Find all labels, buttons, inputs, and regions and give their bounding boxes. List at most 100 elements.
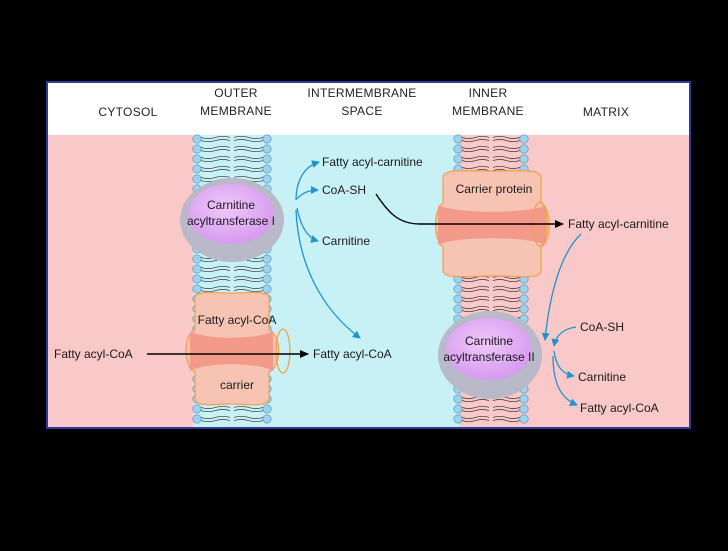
enzyme-i-label-line-1: Carnitine (207, 198, 255, 212)
lipid-head (262, 404, 272, 414)
lipid-tail (461, 289, 490, 293)
arrow-to-matrix-coa-sh (551, 326, 577, 347)
outer-carrier-bottom-label: carrier (220, 378, 254, 392)
lipid-head (453, 134, 463, 144)
lipid-head (519, 414, 529, 424)
lipid-tail (492, 139, 521, 143)
lipid-tail (492, 299, 521, 303)
lipid-tail (200, 279, 231, 283)
lipid-tail (492, 305, 521, 309)
lipid-head (262, 174, 272, 184)
lipid-tail (233, 275, 264, 279)
enzyme-ii-label-line-1: Carnitine (465, 334, 513, 348)
enzyme-i-label-line-2: acyltransferase I (187, 214, 275, 228)
lipid-tail (200, 149, 231, 153)
lipid-tail (200, 175, 231, 179)
ims-carnitine-label: Carnitine (322, 234, 370, 248)
header-inner-membrane: INNER MEMBRANE (438, 86, 538, 119)
lipid-head (519, 144, 529, 154)
lipid-tail (233, 139, 264, 143)
carnitine-acyltransferase-ii (438, 311, 542, 399)
lipid-tail (200, 165, 231, 169)
lipid-tail (233, 145, 264, 149)
lipid-tail (492, 135, 521, 139)
lipid-head (519, 404, 529, 414)
lipid-tail (233, 155, 264, 159)
lipid-tail (233, 165, 264, 169)
lipid-tail (492, 415, 521, 419)
lipid-head (453, 294, 463, 304)
lipid-head (192, 254, 202, 264)
lipid-tail (492, 419, 521, 423)
header-cytosol-text: CYTOSOL (98, 105, 158, 119)
ims-fatty-acyl-coa-label: Fatty acyl-CoA (313, 347, 392, 361)
lipid-tail (492, 295, 521, 299)
lipid-tail (492, 279, 521, 283)
lipid-head (262, 264, 272, 274)
lipid-head (519, 394, 529, 404)
inner-carrier-protein-label: Carrier protein (456, 182, 533, 196)
lipid-tail (461, 135, 490, 139)
header-inner-membrane-line-2: MEMBRANE (452, 104, 524, 118)
arrow-from-matrix-fatty-acyl-carnitine (541, 233, 582, 341)
lipid-tail (233, 135, 264, 139)
lipid-head (192, 414, 202, 424)
lipid-tail (461, 159, 490, 163)
lipid-tail (200, 289, 231, 293)
lipid-tail (233, 265, 264, 269)
lipid-head (262, 144, 272, 154)
lipid-head (453, 394, 463, 404)
arrow-to-matrix-carnitine (553, 350, 575, 379)
lipid-tail (233, 149, 264, 153)
lipid-tail (461, 309, 490, 313)
lipid-tail (492, 409, 521, 413)
lipid-tail (461, 419, 490, 423)
lipid-head (453, 304, 463, 314)
lipid-head (262, 414, 272, 424)
arrow-to-ims-fatty-acyl-coa (295, 209, 361, 339)
header-band (47, 82, 690, 135)
enzyme-i-label: Carnitine acyltransferase I (187, 198, 275, 228)
lipid-head (262, 274, 272, 284)
arrow-to-ims-carnitine (296, 207, 319, 243)
lipid-tail (233, 159, 264, 163)
lipid-tail (233, 279, 264, 283)
lipid-head (519, 284, 529, 294)
header-outer-membrane-line-1: OUTER (214, 86, 258, 100)
lipid-tail (461, 155, 490, 159)
lipid-tail (492, 165, 521, 169)
lipid-tail (233, 175, 264, 179)
lipid-tail (233, 269, 264, 273)
ims-coa-sh-label: CoA-SH (322, 183, 366, 197)
cytosol-fatty-acyl-coa-label: Fatty acyl-CoA (54, 347, 133, 361)
lipid-tail (492, 149, 521, 153)
header-intermembrane-space: INTERMEMBRANE SPACE (296, 86, 428, 119)
lipid-head (192, 174, 202, 184)
lipid-head (453, 144, 463, 154)
lipid-head (519, 154, 529, 164)
ims-fatty-acyl-carnitine-label: Fatty acyl-carnitine (322, 155, 423, 169)
lipid-tail (200, 155, 231, 159)
lipid-tail (492, 399, 521, 403)
arrow-to-ims-coa-sh (296, 186, 319, 200)
header-outer-membrane: OUTER MEMBRANE (186, 86, 286, 119)
lipid-tail (492, 289, 521, 293)
lipid-tail (233, 405, 264, 409)
lipid-head (192, 154, 202, 164)
lipid-head (192, 134, 202, 144)
lipid-head (453, 404, 463, 414)
lipid-head (192, 164, 202, 174)
lipid-head (262, 154, 272, 164)
lipid-head (453, 154, 463, 164)
lipid-tail (200, 419, 231, 423)
lipid-tail (200, 159, 231, 163)
matrix-carnitine-label: Carnitine (578, 370, 626, 384)
lipid-tail (461, 285, 490, 289)
lipid-head (262, 254, 272, 264)
lipid-tail (233, 409, 264, 413)
lipid-head (192, 144, 202, 154)
lipid-tail (200, 275, 231, 279)
lipid-tail (233, 289, 264, 293)
lipid-tail (200, 139, 231, 143)
